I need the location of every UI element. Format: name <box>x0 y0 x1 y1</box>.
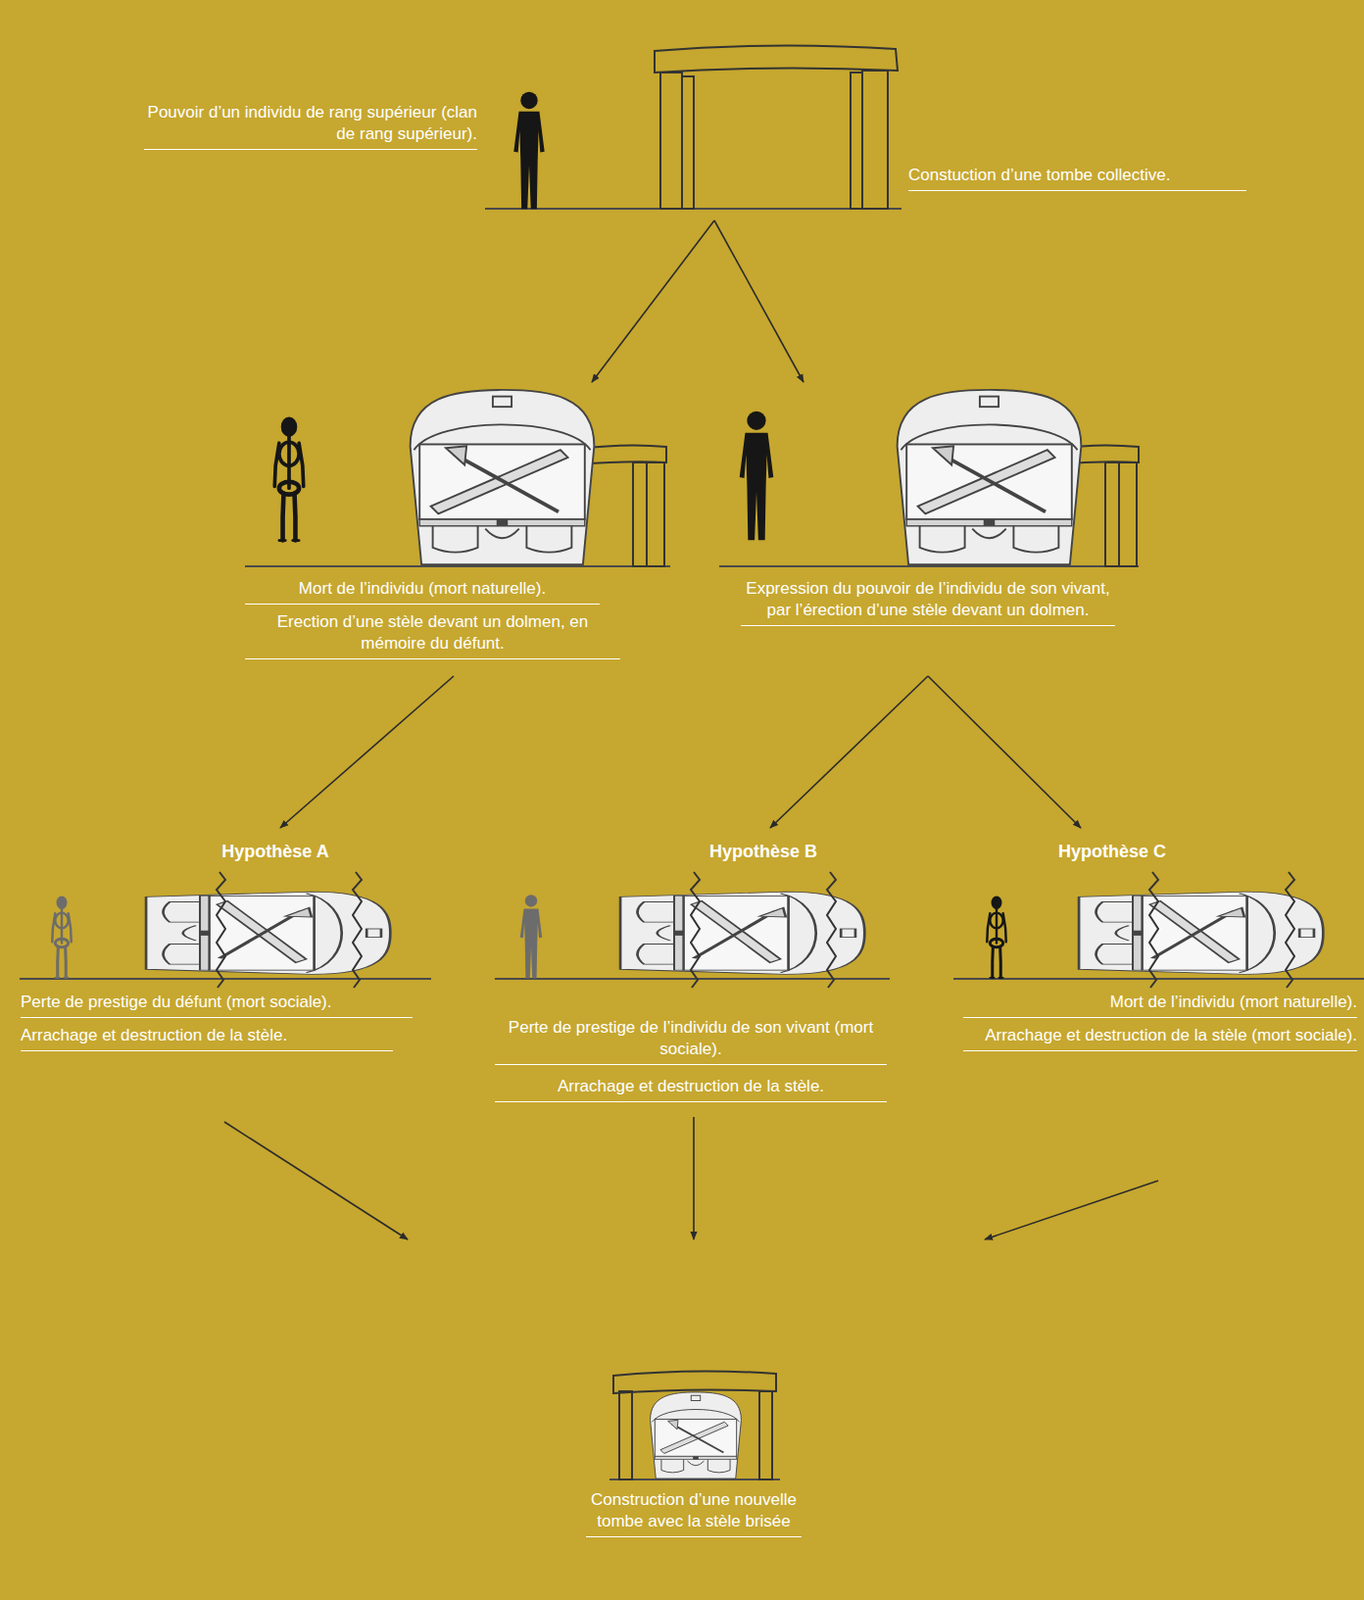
arrow-connector <box>714 220 804 383</box>
arrow-connector <box>280 676 454 829</box>
arrow-connector <box>591 220 715 383</box>
caption-text: Constuction d’une tombe collective. <box>908 164 1247 192</box>
caption-text: Erection d’une stèle devant un dolmen, e… <box>244 611 621 660</box>
person-silhouette <box>739 411 775 541</box>
new-tomb <box>613 1370 777 1480</box>
crack <box>1149 872 1295 988</box>
person-silhouette-grey <box>520 894 542 978</box>
caption-text: Mort de l’individu (mort naturelle). <box>963 991 1358 1019</box>
figure-group: Hypothèse C Mort de l’individu (mort natu… <box>955 828 1361 1181</box>
skeleton <box>986 896 1006 978</box>
arrow-connector <box>927 676 1081 829</box>
person-silhouette <box>513 92 544 209</box>
figure-group: Hypothèse A Perte de prestige du défunt (… <box>14 828 427 1122</box>
caption-text: Arrachage et destruction de la stèle. <box>20 1024 393 1052</box>
crack <box>216 872 362 988</box>
arrow-connector <box>770 676 928 829</box>
figure-group: Expression du pouvoir de l’individu de s… <box>715 382 1157 677</box>
arrow-connector <box>224 1121 408 1240</box>
figure-group: Construction d’une nouvelle tombe avec l… <box>391 1239 1000 1573</box>
stele <box>410 389 595 565</box>
caption-text: Construction d’une nouvelle tombe avec l… <box>585 1489 802 1538</box>
broken-stele <box>146 891 390 975</box>
figure-group: Mort de l’individu (mort naturelle). Erec… <box>235 382 686 677</box>
crack <box>690 872 836 988</box>
caption-text: Expression du pouvoir de l’individu de s… <box>740 578 1116 627</box>
dolmen <box>654 45 898 209</box>
skeleton-grey <box>51 896 71 978</box>
figure-group: Pouvoir d’un individu de rang supérieur … <box>137 39 1265 221</box>
broken-stele <box>620 891 865 975</box>
ground-lines <box>19 208 1364 1480</box>
caption-text: Pouvoir d’un individu de rang supérieur … <box>144 101 478 150</box>
skeleton <box>274 417 303 541</box>
hypothesis-heading: Hypothèse C <box>1014 840 1211 863</box>
stele <box>897 389 1082 565</box>
broken-stele-reused <box>650 1392 742 1479</box>
caption-text: Arrachage et destruction de la stèle (mo… <box>963 1024 1358 1052</box>
caption-text: Perte de prestige de l’individu de son v… <box>494 1017 887 1066</box>
caption-text: Arrachage et destruction de la stèle. <box>494 1075 887 1103</box>
caption-text: Perte de prestige du défunt (mort social… <box>20 991 413 1019</box>
caption-text: Mort de l’individu (mort naturelle). <box>244 578 600 605</box>
arrow-connector <box>984 1180 1159 1240</box>
arrow-connector <box>692 1117 695 1240</box>
broken-stele <box>1078 891 1323 975</box>
hypothesis-heading: Hypothèse A <box>177 840 374 863</box>
hypothesis-heading: Hypothèse B <box>665 840 862 863</box>
figure-group: Hypothèse B Perte de prestige de l’indivi… <box>480 828 902 1118</box>
